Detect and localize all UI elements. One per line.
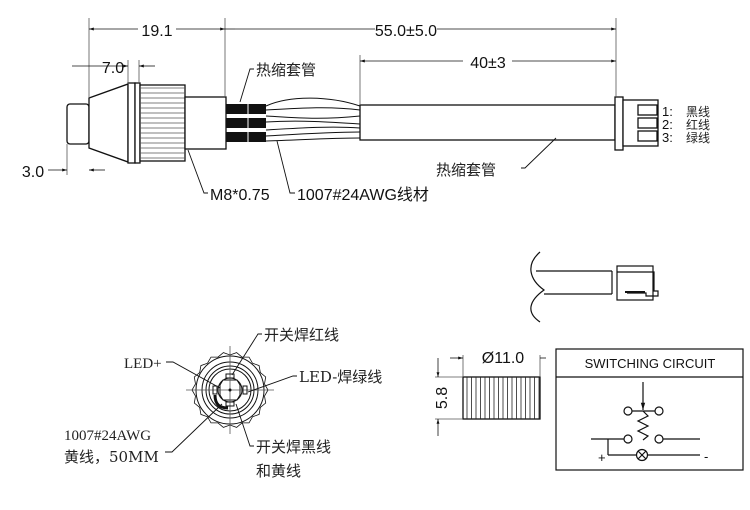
dim-overall-connector: 19.1 — [141, 23, 172, 40]
label-wire-spec-front: 1007#24AWG — [64, 428, 151, 444]
label-switch-red: 开关焊红线 — [264, 326, 339, 344]
front-view-leaders — [165, 333, 297, 453]
label-switch-black: 开关焊黑线 — [256, 438, 331, 456]
leader-lines — [187, 68, 557, 194]
pin-slot-1 — [637, 104, 658, 116]
side-view — [66, 82, 659, 164]
label-thread: M8*0.75 — [210, 187, 270, 204]
label-switch-black-2: 和黄线 — [256, 462, 301, 480]
label-heat-shrink-main: 热缩套管 — [436, 161, 496, 179]
circuit-minus: - — [704, 449, 708, 464]
pin-2-name: 红线 — [686, 117, 710, 132]
housing-flange — [614, 96, 624, 151]
pin-3-name: 绿线 — [686, 130, 710, 145]
label-led-plus: LED+ — [124, 356, 162, 372]
nut-detail — [435, 355, 546, 436]
button-plunger — [66, 103, 90, 145]
shrink-sleeve-1 — [226, 104, 266, 114]
shrink-sleeve-3 — [226, 132, 266, 142]
label-heat-shrink-top: 热缩套管 — [256, 61, 316, 79]
dim-cap-width: 7.0 — [102, 60, 124, 77]
pin-legend: 1: 黑线 2: 红线 3: 绿线 — [662, 104, 710, 145]
dim-nut-diameter: Ø11.0 — [482, 350, 525, 367]
front-view — [186, 346, 274, 434]
pin-2-num: 2: — [662, 117, 673, 132]
dim-nut-height: 5.8 — [434, 387, 451, 409]
connector-body — [184, 96, 227, 150]
cap-ring-2 — [134, 82, 141, 164]
housing-detail — [530, 251, 659, 323]
pin-slot-3 — [637, 130, 658, 142]
pin-1-num: 1: — [662, 104, 673, 119]
dim-cable-length: 55.0±5.0 — [375, 23, 437, 40]
dim-button-width: 3.0 — [22, 164, 44, 181]
knurled-nut — [139, 84, 186, 162]
circuit-title: SWITCHING CIRCUIT — [585, 356, 716, 371]
label-wire-yellow: 黄线，50MM — [64, 448, 159, 466]
circuit-plus: + — [598, 450, 606, 465]
shrink-sleeve-2 — [226, 118, 266, 128]
pin-3-num: 3: — [662, 130, 673, 145]
dimension-lines — [48, 18, 617, 175]
label-wire-spec: 1007#24AWG线材 — [297, 186, 429, 204]
dim-sleeve-length: 40±3 — [470, 55, 506, 72]
wires — [265, 97, 361, 142]
label-led-minus: LED-焊绿线 — [299, 368, 382, 386]
pin-slot-2 — [637, 117, 658, 129]
pin-1-name: 黑线 — [686, 105, 710, 119]
tapered-cap — [88, 83, 129, 163]
heat-shrink-tube — [359, 104, 616, 141]
switching-circuit: SWITCHING CIRCUIT + - — [555, 348, 744, 471]
cap-ring — [127, 82, 136, 164]
